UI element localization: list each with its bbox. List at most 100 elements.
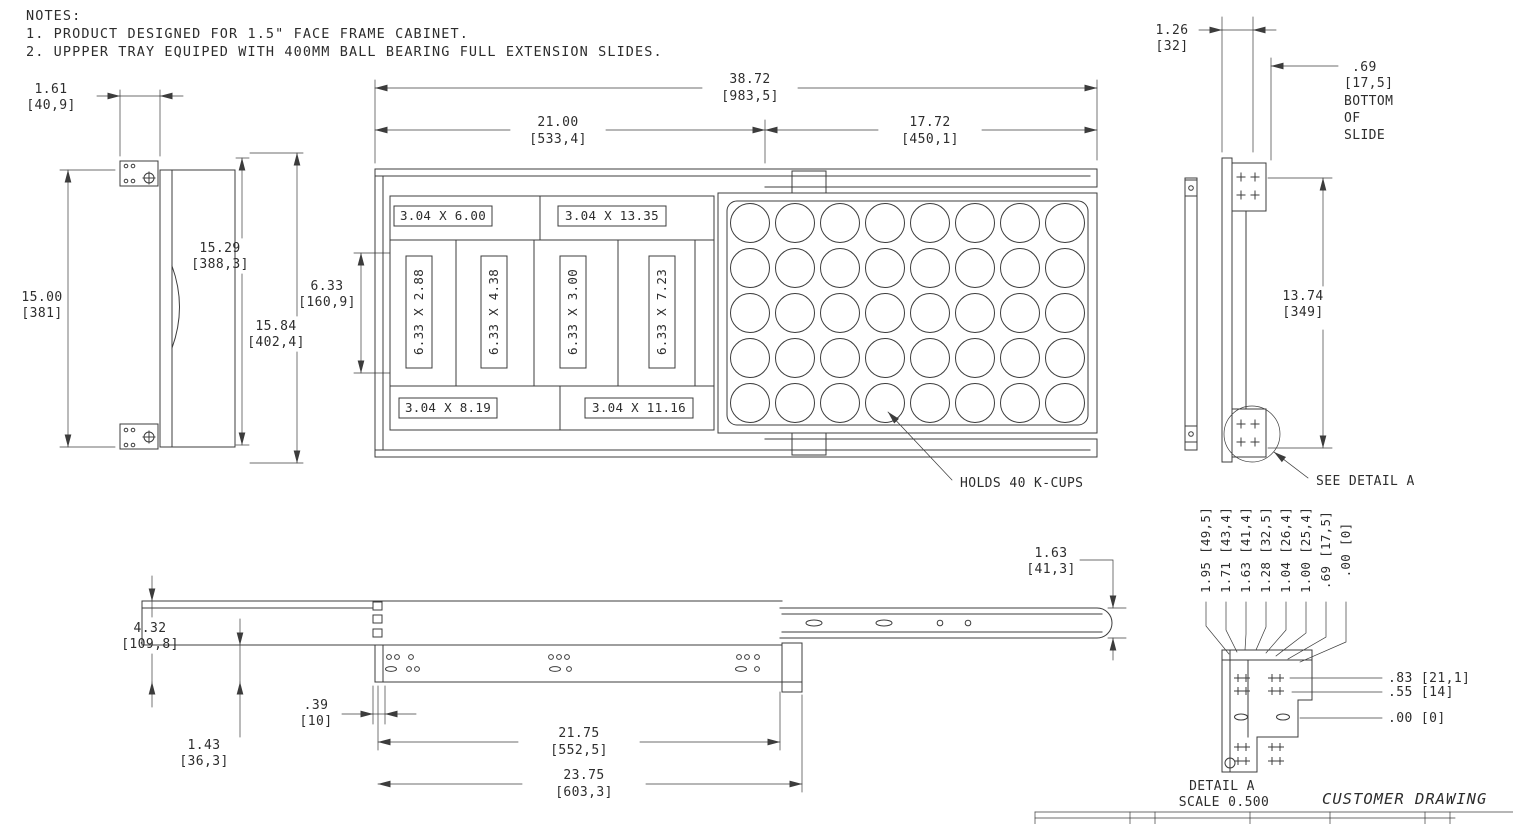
front-view-dim-text: 1.61 [40,9] 15.00 [381] 15.29 [388,3] 15… — [21, 82, 304, 350]
kcup-hole — [955, 383, 995, 423]
kcup-hole — [820, 338, 860, 378]
detail-a-scale: SCALE 0.500 — [1179, 795, 1270, 810]
notes-title: NOTES: — [26, 8, 81, 24]
notes-line-2: 2. UPPPER TRAY EQUIPED WITH 400MM BALL B… — [26, 44, 663, 60]
dim-extension-in: 17.72 — [909, 115, 950, 130]
dim-height-inner-mm: [388,3] — [191, 257, 249, 272]
drawing-type-label: CUSTOMER DRAWING — [1322, 790, 1487, 808]
dim-slide-width-mm: [32] — [1156, 39, 1189, 54]
compartment-label: 6.33 X 2.88 — [411, 269, 426, 355]
kcup-hole — [1045, 248, 1085, 288]
ordinate-dim: .69 [17,5] — [1318, 511, 1333, 589]
plan-view-text: 38.72 [983,5] 21.00 [533,4] 17.72 [450,1… — [298, 72, 1083, 491]
front-panel-outline — [159, 169, 236, 448]
dim-bracket-width-in: 1.61 — [35, 82, 68, 97]
dim-rail-height-mm: [41,3] — [1026, 562, 1075, 577]
kcup-hole — [730, 203, 770, 243]
kcup-hole — [865, 248, 905, 288]
compartment-label: 6.33 X 7.23 — [654, 269, 669, 355]
see-detail-leader — [1273, 451, 1309, 479]
compartment-label: 3.04 X 13.35 — [565, 208, 659, 223]
kcup-hole — [730, 383, 770, 423]
dim-height-outer-mm: [402,4] — [247, 335, 305, 350]
dim-tray-mm: [533,4] — [529, 132, 587, 147]
kcup-hole — [1045, 338, 1085, 378]
ordinate-dim: 1.71 [43,4] — [1218, 507, 1233, 593]
front-view-dim-lines — [59, 89, 304, 464]
kcup-hole — [865, 338, 905, 378]
kcup-leader-line — [887, 411, 953, 481]
dim-profile-height-mm: [109,8] — [121, 637, 179, 652]
ordinate-dim: 1.63 [41,4] — [1238, 507, 1253, 593]
dim-overall-in: 38.72 — [729, 72, 770, 87]
dim-setback-mm: [10] — [300, 714, 333, 729]
bottom-of-slide-label: BOTTOM — [1344, 94, 1393, 109]
kcup-hole — [820, 383, 860, 423]
dim-depth-in: 6.33 — [311, 279, 344, 294]
plan-view-dim-lines — [353, 79, 1098, 481]
ordinate-dim-text: 1.95 [49,5] 1.71 [43,4] 1.63 [41,4] 1.28… — [1198, 507, 1353, 593]
kcup-hole — [910, 383, 950, 423]
dim-height-inner-in: 15.29 — [199, 241, 240, 256]
kcup-hole — [910, 203, 950, 243]
kcup-hole — [730, 248, 770, 288]
compartment-label: 3.04 X 8.19 — [405, 400, 491, 415]
ordinate-dim: 1.28 [32,5] — [1258, 507, 1273, 593]
ordinate-dim: 1.95 [49,5] — [1198, 507, 1213, 593]
dim-overall-mm: [983,5] — [721, 89, 779, 104]
dim-bottom-of-slide-in: .69 — [1352, 60, 1377, 75]
kcup-hole — [955, 338, 995, 378]
drawer-body-outline — [374, 644, 783, 683]
extended-slide-outline — [779, 607, 1113, 639]
title-block-fragment — [1034, 811, 1513, 824]
notes-block: NOTES: 1. PRODUCT DESIGNED FOR 1.5" FACE… — [26, 8, 663, 60]
dim-height-mm: [381] — [21, 306, 62, 321]
dim-bottom-of-slide-mm: [17,5] — [1344, 76, 1393, 91]
profile-view-geometry — [141, 600, 1113, 693]
dim-member-length-mm: [552,5] — [550, 743, 608, 758]
dim-flange-height-in: 1.43 — [188, 738, 221, 753]
detail-a-callout-circle — [1223, 405, 1281, 463]
kcup-hole — [1000, 338, 1040, 378]
kcup-hole — [775, 338, 815, 378]
profile-view-dim-lines — [148, 559, 1127, 793]
compartment-label: 6.33 X 3.00 — [565, 269, 580, 355]
dim-depth-mm: [160,9] — [298, 295, 356, 310]
kcup-hole — [955, 293, 995, 333]
kcup-hole — [955, 248, 995, 288]
kcup-tray-inner — [726, 200, 1089, 426]
kcup-grid — [730, 203, 1085, 423]
kcup-note: HOLDS 40 K-CUPS — [960, 476, 1083, 491]
bottom-of-slide-label: SLIDE — [1344, 128, 1385, 143]
mounting-hole-crosses — [1236, 419, 1260, 447]
plan-view-geometry — [374, 168, 1098, 458]
kcup-hole — [775, 203, 815, 243]
detail-a-text: .83 [21,1] .55 [14] .00 [0] DETAIL A SCA… — [1179, 671, 1470, 810]
kcup-hole — [1045, 383, 1085, 423]
mounting-hole-crosses — [1236, 172, 1260, 200]
detail-a-dim-lines — [1289, 677, 1383, 719]
dim-overall-length-mm: [603,3] — [555, 785, 613, 800]
dim-side-height-in: 13.74 — [1282, 289, 1323, 304]
dim-slide-width-in: 1.26 — [1156, 23, 1189, 38]
dim-setback-in: .39 — [304, 698, 329, 713]
dim-height-in: 15.00 — [21, 290, 62, 305]
side-view-text: 1.26 [32] .69 [17,5] BOTTOM OF SLIDE 13.… — [1156, 23, 1415, 489]
dim-height-outer-in: 15.84 — [255, 319, 296, 334]
kcup-hole — [910, 248, 950, 288]
kcup-hole — [820, 248, 860, 288]
kcup-hole — [910, 293, 950, 333]
dim-side-height-mm: [349] — [1282, 305, 1323, 320]
detail-a-geometry — [1221, 649, 1313, 773]
kcup-hole — [865, 203, 905, 243]
compartment-label: 3.04 X 11.16 — [592, 400, 686, 415]
detail-dim-2: .55 [14] — [1388, 685, 1454, 700]
side-view-geometry — [1184, 157, 1281, 463]
kcup-hole — [910, 338, 950, 378]
kcup-hole — [1000, 383, 1040, 423]
screw-cross-icon — [142, 430, 156, 444]
dim-tray-in: 21.00 — [537, 115, 578, 130]
kcup-hole — [865, 383, 905, 423]
